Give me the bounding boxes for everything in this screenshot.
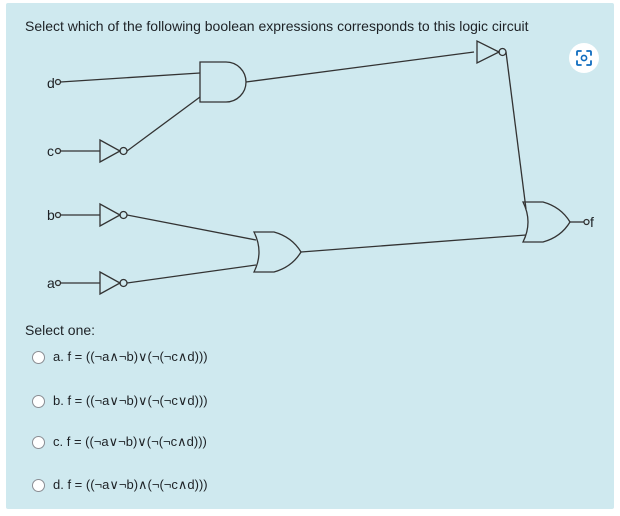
input-c-terminal [54,147,62,155]
radio-button-b[interactable] [32,394,45,408]
radio-button-a[interactable] [32,350,45,364]
not-gate-b [99,202,128,228]
input-a-label: a [47,275,55,291]
select-one-label: Select one: [25,322,96,338]
output-f-label: f [590,214,594,230]
not-gate-a [99,270,128,296]
answer-option-d-label: d. f = ((¬a∨¬b)∧(¬(¬c∧d))) [53,477,208,492]
answer-option-d[interactable]: d. f = ((¬a∨¬b)∧(¬(¬c∧d))) [32,475,208,495]
logic-circuit-diagram: d c b a f [47,39,594,296]
radio-button-d[interactable] [32,478,45,492]
or-gate-ab [252,231,302,273]
question-panel: Select which of the following boolean ex… [6,3,614,509]
question-text: Select which of the following boolean ex… [25,18,529,34]
output-f-terminal [583,218,590,226]
input-b-label: b [47,207,55,223]
answer-option-b[interactable]: b. f = ((¬a∨¬b)∨(¬(¬c∨d))) [32,391,208,411]
input-a-terminal [54,279,62,287]
output-gate [521,201,571,243]
scan-focus-icon [576,50,592,66]
scan-button[interactable] [569,43,599,73]
input-d-terminal [54,78,62,86]
answer-option-c[interactable]: c. f = ((¬a∨¬b)∨(¬(¬c∧d))) [32,432,207,452]
answer-option-c-label: c. f = ((¬a∨¬b)∨(¬(¬c∧d))) [53,434,207,449]
radio-button-c[interactable] [32,435,45,449]
answer-option-b-label: b. f = ((¬a∨¬b)∨(¬(¬c∨d))) [53,393,208,408]
not-gate-and-output [476,39,507,65]
answer-option-a-label: a. f = ((¬a∧¬b)∨(¬(¬c∧d))) [53,349,208,364]
input-c-label: c [47,143,54,159]
input-d-label: d [47,75,55,91]
and-gate [199,61,247,103]
input-b-terminal [54,211,62,219]
answer-option-a[interactable]: a. f = ((¬a∧¬b)∨(¬(¬c∧d))) [32,347,208,367]
not-gate-c [99,138,128,164]
